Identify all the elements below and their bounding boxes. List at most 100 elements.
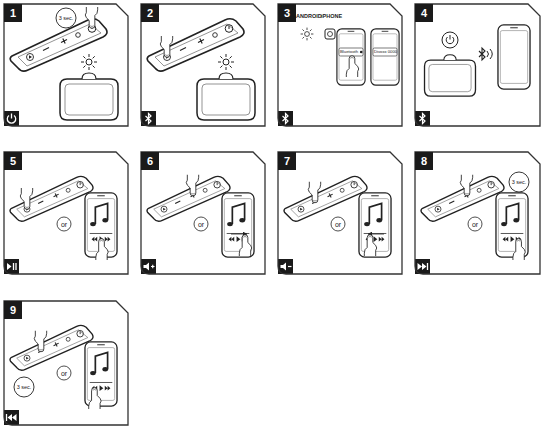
step-number-tab — [278, 4, 296, 22]
step-number: 7 — [278, 156, 296, 167]
step-number: 4 — [415, 8, 433, 19]
panel-border — [141, 152, 265, 274]
step-panel: 2 — [141, 4, 265, 126]
panel-art — [4, 176, 117, 274]
speaker-top — [10, 176, 93, 221]
panel-outline — [4, 152, 128, 274]
step-text: or — [57, 370, 71, 377]
step-number-tab — [278, 152, 296, 170]
or-circle — [57, 366, 71, 380]
panel-outline — [4, 4, 128, 126]
step-panel: 6 or — [141, 152, 265, 274]
step-number: 2 — [141, 8, 159, 19]
pressing-finger — [186, 175, 198, 196]
speaker-top — [147, 19, 244, 71]
speaker-front — [197, 73, 255, 120]
pressing-finger — [364, 235, 376, 256]
power-symbol — [446, 35, 454, 44]
panel-outline — [415, 4, 540, 126]
pressing-finger — [20, 188, 32, 209]
volume-down-icon — [281, 263, 292, 271]
speaker-top — [10, 325, 93, 370]
panel-outline — [278, 4, 402, 126]
step-text: 3 sec. — [511, 180, 527, 186]
iphone-settings-icon — [325, 29, 335, 39]
panel-outline — [278, 152, 402, 274]
or-circle — [331, 217, 345, 231]
step-number: 6 — [141, 156, 159, 167]
pressing-finger — [346, 56, 358, 77]
step-panel: 4 — [415, 4, 540, 126]
next-track-icon — [418, 263, 428, 270]
bluetooth-symbol — [479, 48, 485, 60]
step-number-tab — [141, 152, 159, 170]
pressing-finger — [239, 235, 251, 256]
panel-art — [4, 325, 117, 425]
step-panel: 13 sec. — [4, 4, 128, 126]
step-number: 3 — [278, 8, 296, 19]
play-pause-icon — [7, 263, 16, 270]
panel-outline — [4, 301, 128, 425]
pressing-finger — [89, 388, 101, 409]
bluetooth-icon — [283, 114, 289, 124]
iphone-settings-icon — [328, 32, 333, 37]
pressing-finger — [85, 7, 97, 28]
pressing-finger — [160, 36, 172, 57]
panel-outline — [141, 152, 265, 274]
setting-row — [339, 48, 363, 56]
panel-art — [4, 7, 118, 126]
panel-outline — [141, 4, 265, 126]
step-number-tab — [4, 301, 22, 319]
bluetooth-icon — [146, 114, 152, 124]
pressing-finger — [460, 175, 472, 196]
hold-callout — [14, 377, 34, 397]
pressing-finger — [96, 239, 108, 260]
phone — [498, 25, 530, 89]
panel-border — [415, 152, 540, 274]
panel-art — [141, 175, 254, 275]
step-number-tab — [4, 152, 22, 170]
step-number: 9 — [4, 305, 22, 316]
step-panel: 83 sec.or — [415, 152, 540, 274]
panel-art — [415, 25, 530, 126]
step-panel: 5 or — [4, 152, 128, 274]
step-text: ANDROID — [296, 14, 318, 20]
step-text: or — [468, 221, 482, 228]
panel-border — [278, 152, 402, 274]
power-icon — [7, 114, 15, 124]
step-text: iPHONE — [321, 14, 339, 20]
phone — [337, 29, 365, 85]
bluetooth-icon — [420, 114, 426, 124]
step-number-tab — [4, 4, 22, 22]
step-text: or — [331, 221, 345, 228]
panel-border — [4, 4, 128, 126]
hold-callout — [509, 172, 529, 192]
step-text: Bluetooth — [340, 50, 358, 54]
panel-border — [4, 152, 128, 274]
light-symbol — [81, 54, 97, 70]
panel-border — [278, 4, 402, 126]
panel-border — [4, 301, 128, 425]
step-panel: 93 sec.or — [4, 301, 128, 425]
phone — [371, 29, 399, 85]
phone-player — [496, 193, 528, 257]
panel-border — [415, 4, 540, 126]
panel-art — [415, 172, 529, 274]
step-number: 5 — [4, 156, 22, 167]
speaker-top — [284, 176, 367, 221]
panel-art — [141, 19, 255, 126]
volume-up-icon — [144, 263, 155, 271]
pressing-finger — [34, 331, 46, 352]
step-text: or — [194, 221, 208, 228]
step-text: or — [57, 221, 71, 228]
hold-callout — [56, 8, 76, 28]
phone-player — [222, 193, 254, 257]
panel-art — [278, 28, 399, 126]
step-text: 3 sec. — [58, 16, 74, 22]
speaker-front — [425, 55, 476, 96]
step-number-tab — [415, 152, 433, 170]
device-row — [373, 48, 397, 56]
previous-track-icon — [7, 414, 17, 421]
